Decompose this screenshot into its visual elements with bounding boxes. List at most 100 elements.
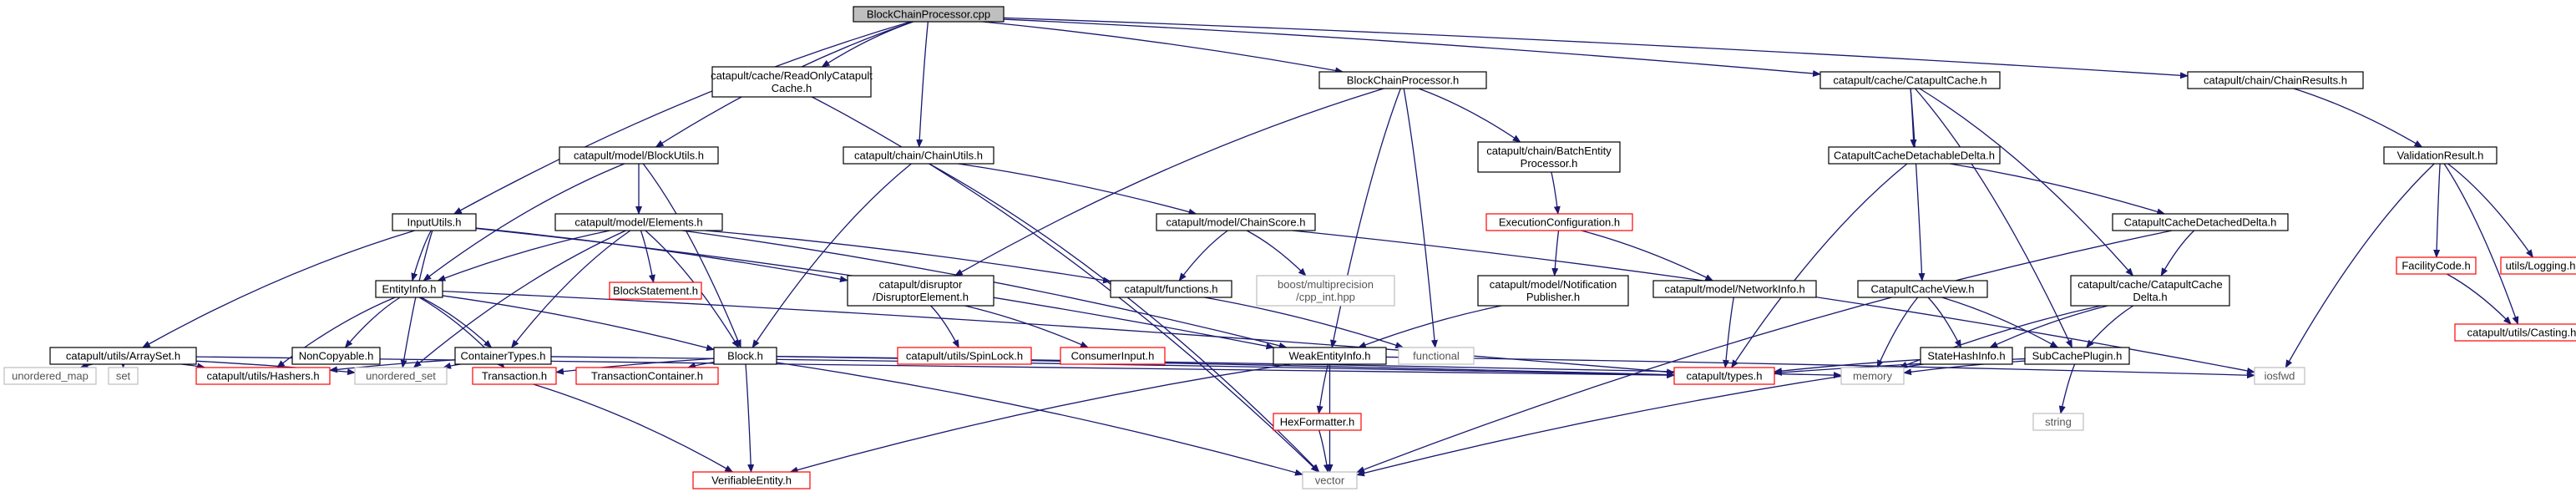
- node-txcontainer-box: [575, 367, 719, 385]
- edge-entityinfo-to-types: [442, 290, 1675, 376]
- edge-execconfig-to-notifpub: [1551, 230, 1560, 276]
- edge-cachedelta-to-subcacheplugin: [2086, 305, 2134, 348]
- node-elements[interactable]: catapult/model/Elements.h: [554, 213, 723, 231]
- node-unordered_map[interactable]: unordered_map: [3, 367, 97, 385]
- node-casting-label: catapult/utils/Casting.h: [2467, 327, 2576, 339]
- edge-validationresult-to-casting: [2443, 163, 2519, 325]
- node-block[interactable]: Block.h: [713, 347, 777, 365]
- node-execconfig[interactable]: ExecutionConfiguration.h: [1485, 213, 1633, 231]
- node-set[interactable]: set: [108, 367, 139, 385]
- node-block-label: Block.h: [727, 350, 763, 363]
- node-transaction[interactable]: Transaction.h: [472, 367, 557, 385]
- edge-arrayset-to-hashers: [181, 363, 206, 370]
- node-iosfwd[interactable]: iosfwd: [2254, 367, 2305, 385]
- edge-cacheview-to-subcacheplugin: [1941, 297, 2059, 348]
- node-chainscore[interactable]: catapult/model/ChainScore.h: [1156, 213, 1316, 231]
- node-chainresults-box: [2187, 71, 2364, 89]
- node-inpututils-box: [392, 213, 477, 231]
- edge-hexformatter-to-vector: [1318, 429, 1330, 473]
- edge-cacheview-to-memory: [1876, 297, 1919, 368]
- node-arrayset[interactable]: catapult/utils/ArraySet.h: [49, 347, 197, 365]
- node-vector[interactable]: vector: [1302, 471, 1358, 489]
- node-types[interactable]: catapult/types.h: [1673, 367, 1775, 385]
- node-memory[interactable]: memory: [1840, 367, 1905, 385]
- node-networkinfo-box: [1652, 280, 1817, 298]
- node-weakentity-label: WeakEntityInfo.h: [1288, 350, 1370, 363]
- node-hexformatter-label: HexFormatter.h: [1280, 416, 1355, 429]
- edge-bcp_h-to-batchentity: [1418, 88, 1521, 143]
- node-validationresult-label: ValidationResult.h: [2397, 150, 2484, 162]
- edge-statehash-to-vector: [1356, 363, 1924, 477]
- node-weakentity[interactable]: WeakEntityInfo.h: [1273, 347, 1387, 365]
- node-consumerinput[interactable]: ConsumerInput.h: [1060, 347, 1166, 365]
- node-hexformatter[interactable]: HexFormatter.h: [1273, 413, 1362, 431]
- edge-root-to-bcp_h: [982, 21, 1344, 74]
- edge-detachabledelta-to-detacheddelta: [1950, 163, 2166, 216]
- node-chainresults[interactable]: catapult/chain/ChainResults.h: [2187, 71, 2364, 89]
- edge-detacheddelta-to-vector: [1356, 230, 2173, 473]
- node-disruptor-box: [847, 275, 994, 307]
- edge-chainutils-to-block: [752, 163, 912, 348]
- edge-bcp_h-to-functional: [1403, 88, 1438, 348]
- node-containertypes-label: ContainerTypes.h: [461, 350, 546, 363]
- node-statehash[interactable]: StateHashInfo.h: [1920, 347, 2013, 365]
- node-memory-box: [1840, 367, 1905, 385]
- node-spinlock[interactable]: catapult/utils/SpinLock.h: [897, 347, 1032, 365]
- node-chainutils[interactable]: catapult/chain/ChainUtils.h: [843, 146, 994, 165]
- node-subcacheplugin[interactable]: SubCachePlugin.h: [2024, 347, 2130, 365]
- node-inpututils[interactable]: InputUtils.h: [392, 213, 477, 231]
- node-hashers-label: catapult/utils/Hashers.h: [206, 370, 319, 383]
- node-hashers[interactable]: catapult/utils/Hashers.h: [195, 367, 331, 385]
- node-iosfwd-label: iosfwd: [2265, 370, 2295, 383]
- node-blockstatement[interactable]: BlockStatement.h: [609, 282, 702, 300]
- node-unordered_set[interactable]: unordered_set: [354, 367, 448, 385]
- node-chainutils-label: catapult/chain/ChainUtils.h: [854, 150, 983, 162]
- node-blockutils[interactable]: catapult/model/BlockUtils.h: [559, 146, 719, 165]
- node-cacheview[interactable]: CatapultCacheView.h: [1857, 280, 1988, 298]
- node-detachabledelta[interactable]: CatapultCacheDetachableDelta.h: [1828, 146, 2001, 165]
- node-containertypes-box: [454, 347, 552, 365]
- node-catcache[interactable]: catapult/cache/CatapultCache.h: [1819, 71, 2001, 89]
- node-transaction-label: Transaction.h: [482, 370, 547, 383]
- node-unordered_map-label: unordered_map: [12, 370, 89, 383]
- node-verifiable[interactable]: VerifiableEntity.h: [692, 471, 811, 489]
- node-cacheview-box: [1857, 280, 1988, 298]
- node-string[interactable]: string: [2032, 413, 2084, 431]
- node-noncopyable[interactable]: NonCopyable.h: [291, 347, 381, 365]
- node-bcp_h[interactable]: BlockChainProcessor.h: [1318, 71, 1487, 89]
- node-disruptor[interactable]: catapult/disruptor/DisruptorElement.h: [847, 275, 994, 307]
- node-functions-label: catapult/functions.h: [1124, 283, 1217, 296]
- node-root[interactable]: BlockChainProcessor.cpp: [853, 6, 1005, 23]
- node-boostmp[interactable]: boost/multiprecision/cpp_int.hpp: [1256, 275, 1395, 307]
- node-disruptor-label: catapult/disruptor: [879, 278, 963, 291]
- node-boostmp-label: boost/multiprecision: [1278, 278, 1374, 291]
- node-inpututils-label: InputUtils.h: [407, 216, 461, 229]
- node-chainresults-label: catapult/chain/ChainResults.h: [2204, 74, 2347, 87]
- node-noncopyable-box: [291, 347, 381, 365]
- edge-containertypes-to-hashers: [329, 359, 456, 373]
- node-batchentity-label: catapult/chain/BatchEntity: [1486, 145, 1612, 157]
- node-arrayset-label: catapult/utils/ArraySet.h: [66, 350, 180, 363]
- node-entityinfo[interactable]: EntityInfo.h: [375, 280, 443, 298]
- edge-bcp_h-to-disruptor: [954, 88, 1384, 276]
- node-validationresult[interactable]: ValidationResult.h: [2383, 146, 2498, 165]
- node-containertypes[interactable]: ContainerTypes.h: [454, 347, 552, 365]
- node-facilitycode[interactable]: FacilityCode.h: [2396, 256, 2477, 275]
- node-iosfwd-box: [2254, 367, 2305, 385]
- node-functional-box: [1398, 347, 1475, 365]
- node-unordered_set-box: [354, 367, 448, 385]
- node-casting[interactable]: catapult/utils/Casting.h: [2454, 323, 2576, 342]
- edge-detacheddelta-to-cachedelta: [2160, 230, 2195, 276]
- node-logging[interactable]: utils/Logging.h: [2500, 256, 2576, 275]
- node-detacheddelta[interactable]: CatapultCacheDetachedDelta.h: [2112, 213, 2289, 231]
- node-functions[interactable]: catapult/functions.h: [1110, 280, 1232, 298]
- node-bcp_h-label: BlockChainProcessor.h: [1347, 74, 1459, 87]
- node-types-label: catapult/types.h: [1686, 370, 1762, 383]
- node-functional[interactable]: functional: [1398, 347, 1475, 365]
- node-networkinfo[interactable]: catapult/model/NetworkInfo.h: [1652, 280, 1817, 298]
- node-txcontainer[interactable]: TransactionContainer.h: [575, 367, 719, 385]
